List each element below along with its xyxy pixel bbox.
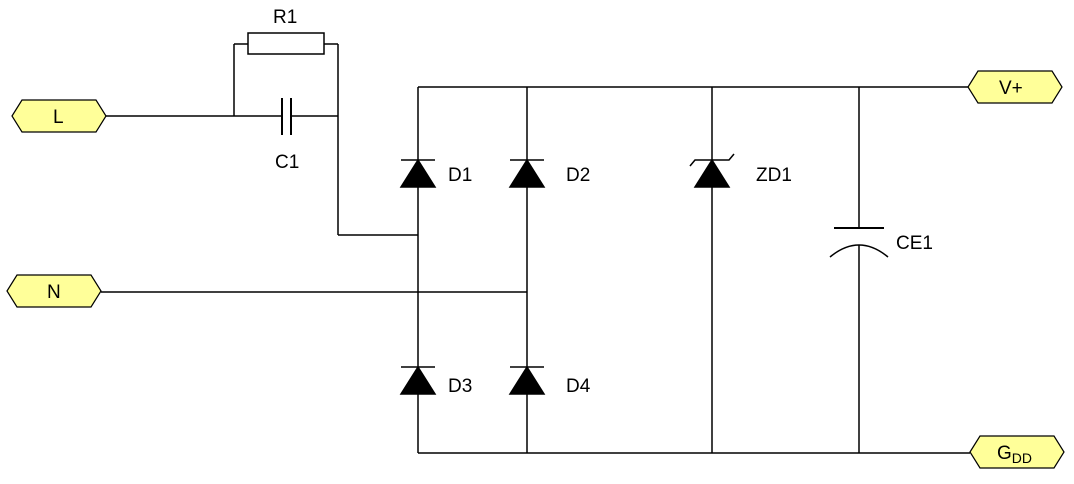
d1-triangle xyxy=(399,158,437,188)
zd1-triangle xyxy=(693,158,731,188)
port-gdd-shape xyxy=(969,435,1065,469)
label-d4: D4 xyxy=(566,376,591,397)
capacitor-ce1 xyxy=(829,227,889,258)
label-d2: D2 xyxy=(566,165,590,186)
capacitor-c1 xyxy=(281,98,292,135)
d4-triangle xyxy=(508,365,546,395)
label-zd1: ZD1 xyxy=(756,165,792,186)
resistor-r1 xyxy=(247,32,325,55)
port-l-shape xyxy=(11,99,107,133)
port-vplus-label: V+ xyxy=(999,78,1023,99)
label-d1: D1 xyxy=(448,165,472,186)
port-gdd: GDD xyxy=(969,435,1065,469)
diode-d4 xyxy=(508,365,546,395)
d2-triangle xyxy=(508,158,546,188)
port-l: L xyxy=(11,99,107,133)
port-n: N xyxy=(6,274,102,308)
zener-zd1 xyxy=(689,153,735,188)
label-d3: D3 xyxy=(448,376,472,397)
label-ce1: CE1 xyxy=(896,233,933,254)
port-l-label: L xyxy=(53,107,64,128)
port-gdd-label: GDD xyxy=(997,443,1032,466)
diode-d1 xyxy=(399,158,437,188)
port-vplus: V+ xyxy=(967,70,1063,104)
d3-triangle xyxy=(399,365,437,395)
label-c1: C1 xyxy=(275,152,299,173)
port-n-shape xyxy=(6,274,102,308)
diode-d3 xyxy=(399,365,437,395)
port-gdd-base: G xyxy=(997,443,1012,464)
port-gdd-subscript: DD xyxy=(1012,450,1032,466)
zd1-bar xyxy=(689,153,735,167)
diode-d2 xyxy=(508,158,546,188)
port-vplus-shape xyxy=(967,70,1063,104)
port-n-label: N xyxy=(47,282,61,303)
ce1-plate-curved xyxy=(829,244,889,258)
label-r1: R1 xyxy=(273,7,297,28)
